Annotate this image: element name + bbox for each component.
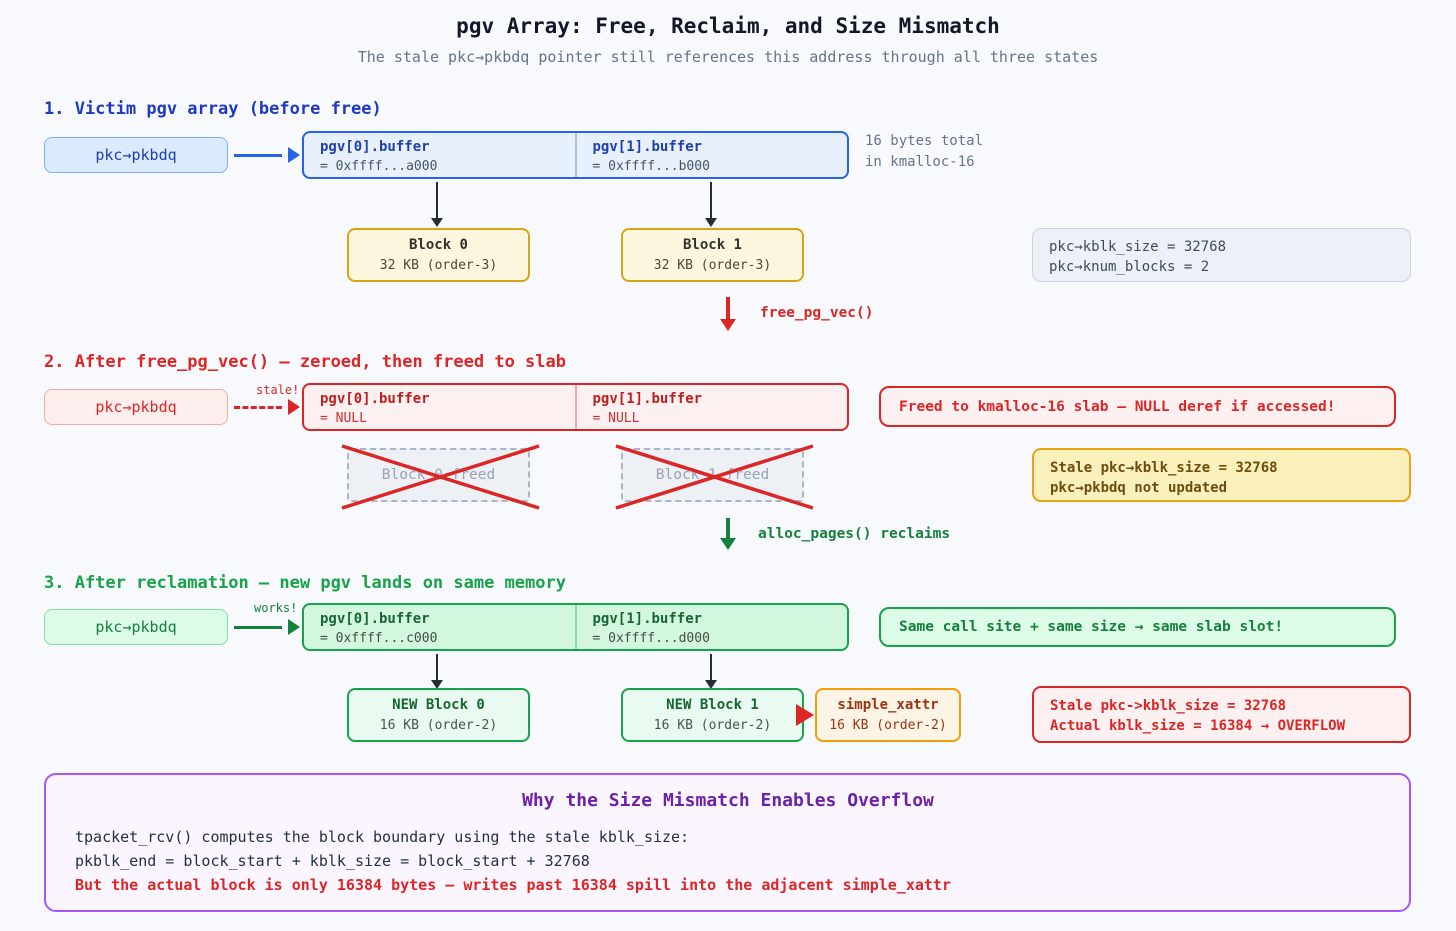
section1-heading: 1. Victim pgv array (before free) bbox=[44, 99, 382, 119]
pgv-cell-0: pgv[0].buffer = NULL bbox=[304, 385, 575, 429]
arrow-head bbox=[288, 619, 300, 635]
section2-warning-box: Stale pkc→kblk_size = 32768 pkc→pkbdq no… bbox=[1032, 448, 1411, 502]
section3-heading: 3. After reclamation — new pgv lands on … bbox=[44, 573, 566, 593]
free-transition-label: free_pg_vec() bbox=[760, 305, 874, 321]
warning-line: Stale pkc→kblk_size = 32768 bbox=[1050, 460, 1278, 476]
block-title: Block 1 bbox=[682, 237, 742, 253]
section2-alert-box: Freed to kmalloc-16 slab — NULL deref if… bbox=[879, 386, 1396, 427]
block-title: NEW Block 1 bbox=[666, 697, 759, 713]
new-block-1: NEW Block 1 16 KB (order-2) bbox=[621, 688, 804, 742]
section3-pgv-array: pgv[0].buffer = 0xffff...c000 pgv[1].buf… bbox=[302, 603, 849, 651]
pgv-cell-value: = NULL bbox=[592, 411, 640, 426]
pgv-cell-name: pgv[0].buffer bbox=[320, 611, 430, 627]
info-line: pkc→kblk_size = 32768 bbox=[1049, 239, 1227, 255]
pgv-cell-1: pgv[1].buffer = 0xffff...d000 bbox=[574, 605, 848, 649]
pointer-label: pkc→pkbdq bbox=[95, 398, 177, 416]
down-arrow-icon bbox=[710, 182, 712, 218]
footer-line-3: But the actual block is only 16384 bytes… bbox=[75, 876, 951, 894]
pgv-cell-value: = 0xffff...d000 bbox=[592, 631, 710, 646]
pointer-label: pkc→pkbdq bbox=[95, 146, 177, 164]
pgv-cell-1: pgv[1].buffer = NULL bbox=[574, 385, 848, 429]
pgv-cell-name: pgv[1].buffer bbox=[592, 611, 703, 627]
simple-xattr-block: simple_xattr 16 KB (order-2) bbox=[815, 688, 961, 742]
page-title: pgv Array: Free, Reclaim, and Size Misma… bbox=[456, 14, 1000, 38]
pgv-cell-value: = 0xffff...b000 bbox=[592, 159, 710, 174]
block-size: 32 KB (order-3) bbox=[379, 258, 498, 273]
pgv-cell-name: pgv[1].buffer bbox=[592, 391, 703, 407]
alert-line: Stale pkc->kblk_size = 32768 bbox=[1050, 698, 1287, 714]
down-arrow-icon bbox=[436, 182, 438, 218]
works-note: works! bbox=[254, 601, 298, 615]
section1-pgv-array: pgv[0].buffer = 0xffff...a000 pgv[1].buf… bbox=[302, 131, 849, 179]
section3-alert-box: Stale pkc->kblk_size = 32768 Actual kblk… bbox=[1032, 686, 1411, 743]
block-title: Block 0 bbox=[408, 237, 468, 253]
pgv-cell-value: = 0xffff...c000 bbox=[320, 631, 438, 646]
pointer-label: pkc→pkbdq bbox=[95, 618, 177, 636]
block-1: Block 1 32 KB (order-3) bbox=[621, 228, 804, 282]
arrow-head bbox=[288, 147, 300, 163]
alert-text: Freed to kmalloc-16 slab — NULL deref if… bbox=[899, 398, 1336, 415]
section1-info-box: pkc→kblk_size = 32768 pkc→knum_blocks = … bbox=[1032, 228, 1411, 282]
overflow-arrow-icon bbox=[796, 704, 814, 726]
warning-line: pkc→pkbdq not updated bbox=[1050, 480, 1228, 496]
arrow-head bbox=[288, 399, 300, 415]
footer-line-1: tpacket_rcv() computes the block boundar… bbox=[75, 828, 690, 846]
pgv-cell-name: pgv[0].buffer bbox=[320, 391, 430, 407]
pgv-cell-0: pgv[0].buffer = 0xffff...a000 bbox=[304, 133, 575, 177]
footer-panel bbox=[44, 773, 1411, 912]
section2-heading: 2. After free_pg_vec() — zeroed, then fr… bbox=[44, 352, 566, 372]
block-size: 16 KB (order-2) bbox=[653, 718, 772, 733]
footer-line-2: pkblk_end = block_start + kblk_size = bl… bbox=[75, 852, 590, 870]
block-title: simple_xattr bbox=[837, 697, 939, 713]
pgv-cell-0: pgv[0].buffer = 0xffff...c000 bbox=[304, 605, 575, 649]
section2-pgv-array: pgv[0].buffer = NULL pgv[1].buffer = NUL… bbox=[302, 383, 849, 431]
arrow-shaft bbox=[234, 625, 282, 629]
pgv-cell-value: = 0xffff...a000 bbox=[320, 159, 438, 174]
page-subtitle: The stale pkc→pkbdq pointer still refere… bbox=[357, 48, 1099, 66]
pgv-cell-name: pgv[1].buffer bbox=[592, 139, 703, 155]
block-0: Block 0 32 KB (order-3) bbox=[347, 228, 530, 282]
freed-block-0: Block 0 freed bbox=[341, 444, 540, 510]
block-title: NEW Block 0 bbox=[392, 697, 485, 713]
stale-note: stale! bbox=[256, 383, 300, 397]
down-arrow-icon bbox=[710, 654, 712, 680]
free-transition-arrow-icon bbox=[726, 297, 730, 319]
freed-block-1: Block 1 freed bbox=[615, 444, 814, 510]
section1-side-note: 16 bytes total in kmalloc-16 bbox=[865, 131, 983, 173]
pgv-cell-name: pgv[0].buffer bbox=[320, 139, 430, 155]
reclaim-transition-arrow-icon bbox=[726, 518, 730, 538]
freed-block-label: Block 0 freed bbox=[381, 467, 496, 483]
pgv-cell-value: = NULL bbox=[320, 411, 367, 426]
note-text: Same call site + same size → same slab s… bbox=[899, 619, 1284, 635]
arrow-shaft bbox=[234, 153, 282, 157]
section3-note-box: Same call site + same size → same slab s… bbox=[879, 607, 1396, 647]
section3-pointer-chip: pkc→pkbdq bbox=[44, 609, 228, 645]
footer-title: Why the Size Mismatch Enables Overflow bbox=[522, 790, 934, 811]
new-block-0: NEW Block 0 16 KB (order-2) bbox=[347, 688, 530, 742]
reclaim-transition-label: alloc_pages() reclaims bbox=[758, 526, 951, 542]
section2-pointer-chip: pkc→pkbdq bbox=[44, 389, 228, 425]
block-size: 32 KB (order-3) bbox=[653, 258, 772, 273]
arrow-shaft bbox=[234, 405, 282, 409]
alert-line: Actual kblk_size = 16384 → OVERFLOW bbox=[1050, 718, 1346, 734]
info-line: pkc→knum_blocks = 2 bbox=[1049, 259, 1210, 275]
block-size: 16 KB (order-2) bbox=[829, 718, 947, 733]
pgv-cell-1: pgv[1].buffer = 0xffff...b000 bbox=[574, 133, 848, 177]
side-note-line: in kmalloc-16 bbox=[865, 154, 975, 170]
section1-pointer-chip: pkc→pkbdq bbox=[44, 137, 228, 173]
block-size: 16 KB (order-2) bbox=[379, 718, 498, 733]
freed-block-label: Block 1 freed bbox=[655, 467, 770, 483]
side-note-line: 16 bytes total bbox=[865, 133, 984, 149]
down-arrow-icon bbox=[436, 654, 438, 680]
